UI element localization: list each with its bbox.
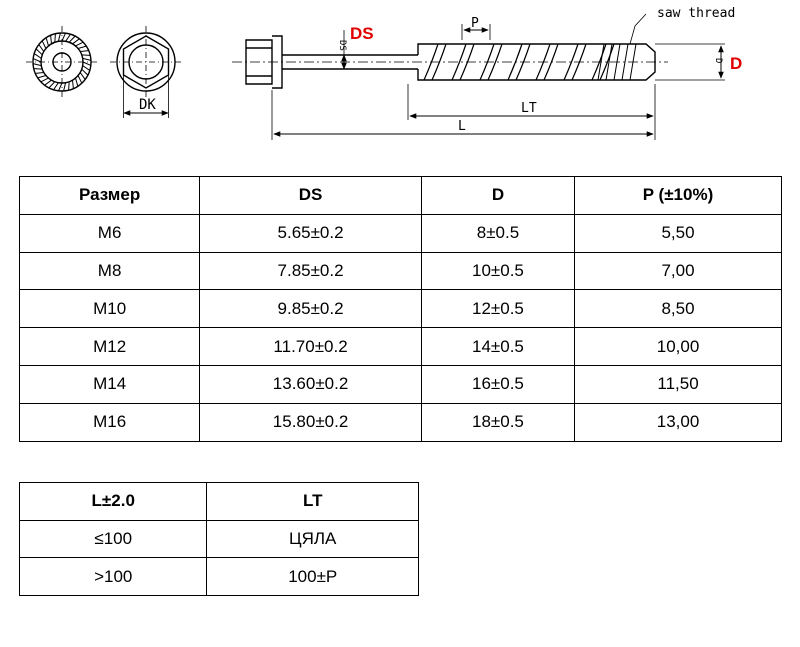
cell-size: M16 bbox=[18, 402, 201, 442]
l-label: L bbox=[458, 119, 466, 134]
serrated-flange-view bbox=[26, 26, 98, 98]
cell-lt: ЦЯЛА bbox=[206, 519, 419, 559]
cell-p: 13,00 bbox=[574, 402, 782, 442]
header-lt: LT bbox=[206, 482, 419, 521]
cell-size: M14 bbox=[18, 364, 201, 404]
cell-ds: 5.65±0.2 bbox=[199, 213, 422, 253]
cell-ds: 7.85±0.2 bbox=[199, 251, 422, 291]
size-table-header: Размер DS D P (±10%) bbox=[18, 176, 782, 215]
size-table: Размер DS D P (±10%) M6 5.65±0.2 8±0.5 5… bbox=[18, 176, 782, 442]
table-row: M6 5.65±0.2 8±0.5 5,50 bbox=[18, 213, 782, 253]
dimension-lines bbox=[271, 13, 725, 140]
table-row: M12 11.70±0.2 14±0.5 10,00 bbox=[18, 327, 782, 366]
cell-size: M12 bbox=[18, 327, 201, 366]
cell-lt: 100±P bbox=[206, 557, 419, 597]
header-ds: DS bbox=[199, 176, 422, 215]
cell-d: 8±0.5 bbox=[420, 213, 576, 253]
screw-side-view bbox=[232, 35, 668, 89]
lt-label: LT bbox=[521, 101, 537, 116]
cell-d: 16±0.5 bbox=[420, 364, 576, 404]
p-label: P bbox=[471, 16, 479, 31]
hex-head-view bbox=[110, 26, 182, 118]
table-row: >100 100±P bbox=[18, 557, 419, 597]
cell-l: ≤100 bbox=[18, 519, 208, 559]
cell-ds: 9.85±0.2 bbox=[199, 289, 422, 329]
cell-d: 10±0.5 bbox=[420, 251, 576, 291]
table-row: M10 9.85±0.2 12±0.5 8,50 bbox=[18, 289, 782, 329]
cell-ds: 11.70±0.2 bbox=[199, 327, 422, 366]
small-d-label: D bbox=[713, 58, 723, 63]
header-l: L±2.0 bbox=[18, 482, 208, 521]
header-p: P (±10%) bbox=[574, 176, 782, 215]
cell-p: 11,50 bbox=[574, 364, 782, 404]
cell-p: 10,00 bbox=[574, 327, 782, 366]
header-d: D bbox=[420, 176, 576, 215]
small-ds-label: DS bbox=[337, 40, 347, 51]
cell-d: 12±0.5 bbox=[420, 289, 576, 329]
table-row: M14 13.60±0.2 16±0.5 11,50 bbox=[18, 364, 782, 404]
saw-thread-label: saw thread bbox=[657, 6, 735, 21]
d-label: D bbox=[730, 54, 742, 73]
cell-size: M6 bbox=[18, 213, 201, 253]
table-row: M8 7.85±0.2 10±0.5 7,00 bbox=[18, 251, 782, 291]
cell-d: 18±0.5 bbox=[420, 402, 576, 442]
cell-ds: 13.60±0.2 bbox=[199, 364, 422, 404]
screw-technical-drawing: DK bbox=[26, 6, 742, 140]
cell-ds: 15.80±0.2 bbox=[199, 402, 422, 442]
cell-p: 7,00 bbox=[574, 251, 782, 291]
table-row: M16 15.80±0.2 18±0.5 13,00 bbox=[18, 402, 782, 442]
cell-p: 8,50 bbox=[574, 289, 782, 329]
cell-l: >100 bbox=[18, 557, 208, 597]
ds-label: DS bbox=[350, 24, 374, 43]
table-row: ≤100 ЦЯЛА bbox=[18, 519, 419, 559]
cell-size: M10 bbox=[18, 289, 201, 329]
length-table: L±2.0 LT ≤100 ЦЯЛА >100 100±P bbox=[18, 482, 419, 597]
dk-label: DK bbox=[139, 97, 156, 113]
cell-d: 14±0.5 bbox=[420, 327, 576, 366]
cell-size: M8 bbox=[18, 251, 201, 291]
length-table-header: L±2.0 LT bbox=[18, 482, 419, 521]
header-size: Размер bbox=[18, 176, 201, 215]
cell-p: 5,50 bbox=[574, 213, 782, 253]
